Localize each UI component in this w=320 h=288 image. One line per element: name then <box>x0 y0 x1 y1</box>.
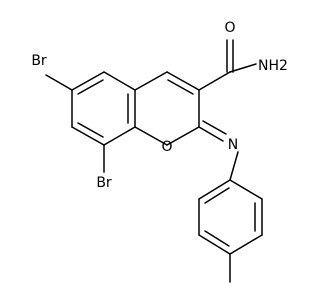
bond-t6-t1-inner <box>204 187 230 204</box>
bond-t4-t5-inner <box>204 230 230 247</box>
bond-c3-camide <box>198 71 231 91</box>
bond-c7-c8-inner <box>77 122 104 138</box>
imine-group <box>198 120 239 181</box>
chemical-structure-diagram: Br Br O N O NH2 <box>31 20 288 283</box>
bond-c4a-c4 <box>134 71 168 91</box>
pyran-ring <box>134 71 200 146</box>
bromine-label-bottom: Br <box>96 175 112 191</box>
bond-c5-c6 <box>71 71 105 91</box>
bond-c7-c8 <box>71 126 105 146</box>
bromine-label-top: Br <box>31 53 47 69</box>
tolyl-ring <box>198 179 263 283</box>
bond-n-aryl <box>229 151 239 181</box>
bond-c4a-c5 <box>103 71 136 91</box>
bond-c2-n <box>198 126 224 142</box>
carboxamide-group <box>198 39 257 91</box>
bond-t4-t5 <box>198 234 231 255</box>
bond-c2-n-double <box>202 120 227 135</box>
bond-c2-o1 <box>166 126 200 146</box>
bond-c8-c8a <box>103 126 136 146</box>
imine-nitrogen-label: N <box>228 137 238 153</box>
bond-camide-n <box>229 63 257 73</box>
bond-c5-c6-inner <box>77 79 104 95</box>
bond-c4-c3-inner <box>167 79 194 95</box>
bond-t1-t2 <box>229 179 263 200</box>
bond-c4-c3 <box>166 71 200 91</box>
bond-t3-t4 <box>229 234 263 255</box>
amide-nh2-label: NH2 <box>258 58 288 74</box>
bond-t6-t1 <box>198 179 231 200</box>
ring-oxygen-label: O <box>161 139 172 155</box>
carbonyl-oxygen-label: O <box>224 20 235 36</box>
benzo-ring <box>71 71 136 146</box>
bond-o1-c8a <box>134 126 168 146</box>
bond-c6-br <box>45 74 73 91</box>
